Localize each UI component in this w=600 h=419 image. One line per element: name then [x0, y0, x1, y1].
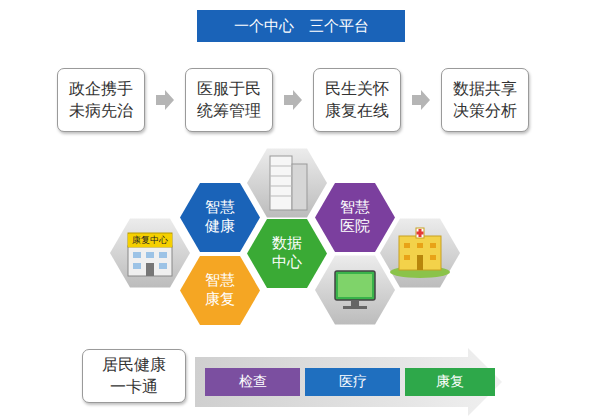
- stage-bar: 医疗: [305, 368, 400, 396]
- node-text: 政企携手 未病先治: [67, 78, 136, 121]
- node-text: 康复: [436, 373, 464, 391]
- hexagon-node: 数据中心: [247, 219, 327, 288]
- node-text: 数据中心: [270, 234, 305, 272]
- node-text: 数据共享 决策分析: [451, 78, 520, 121]
- process-box: 民生关怀 康复在线: [313, 68, 401, 132]
- node-text: 智慧健康: [203, 198, 238, 236]
- node-text: 居民健康 一卡通: [100, 354, 169, 397]
- stage-bar: 康复: [405, 368, 495, 396]
- process-box: 数据共享 决策分析: [441, 68, 529, 132]
- node-text: 医疗: [339, 373, 367, 391]
- hexagon-node: 智慧医院: [315, 183, 395, 252]
- process-box: 居民健康 一卡通: [82, 349, 186, 402]
- monitor-icon: [335, 271, 375, 309]
- node-text: 检查: [239, 373, 267, 391]
- process-box: 医服于民 统筹管理: [185, 68, 273, 132]
- flow-arrow: [412, 90, 430, 110]
- flow-arrow: [156, 90, 174, 110]
- grey-hexagon: [110, 149, 460, 325]
- title-bar: 一个中心 三个平台: [197, 10, 405, 42]
- sign-label: 康复中心: [128, 234, 172, 247]
- hexagon-fill: [247, 219, 327, 288]
- hexagon-node: 智慧健康: [180, 183, 260, 252]
- hexagon-node: 智慧康复: [180, 256, 260, 325]
- hexagon-fill: [315, 183, 395, 252]
- hexagon-fill: [180, 183, 260, 252]
- office-building: [270, 156, 307, 210]
- hospital-building: [390, 228, 450, 278]
- node-text: 民生关怀 康复在线: [323, 78, 392, 121]
- node-text: 智慧康复: [203, 271, 238, 309]
- process-box: 政企携手 未病先治: [57, 68, 145, 132]
- node-text: 智慧医院: [338, 198, 373, 236]
- flow-arrow: [195, 348, 502, 416]
- flow-arrow: [284, 90, 302, 110]
- hexagon-fill: [180, 256, 260, 325]
- rehab-building: [128, 233, 172, 276]
- node-text: 医服于民 统筹管理: [195, 78, 264, 121]
- stage-bar: 检查: [205, 368, 300, 396]
